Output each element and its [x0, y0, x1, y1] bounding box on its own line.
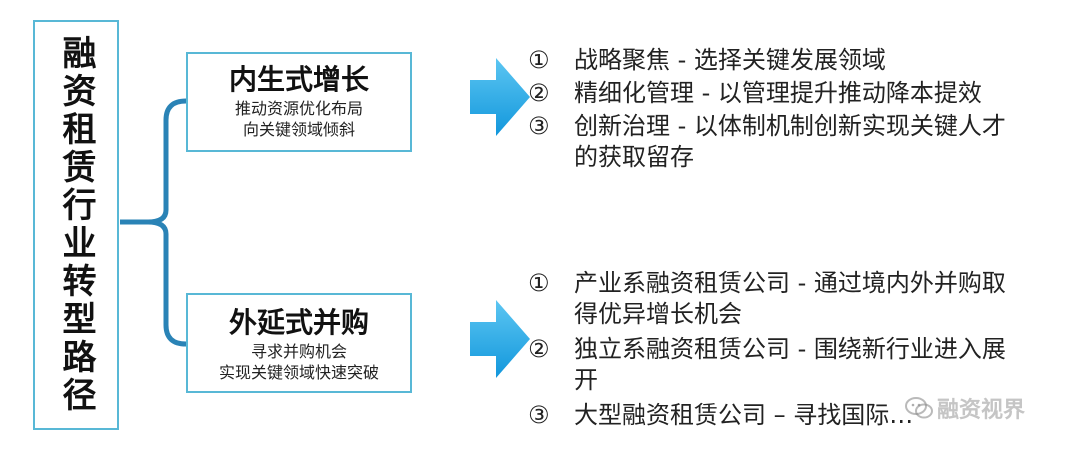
- strategy-subtitle-line: 实现关键领域快速突破: [218, 363, 379, 382]
- list-item: ① 产业系融资租赁公司 - 通过境内外并购取得优异增长机会: [528, 268, 1068, 330]
- strategy-title: 外延式并购: [228, 306, 369, 339]
- point-text: 独立系融资租赁公司 - 围绕新行业进入展开: [574, 335, 1006, 394]
- bracket-connector: [120, 98, 189, 347]
- list-item: ③ 创新治理 - 以体制机制创新实现关键人才的获取留存: [528, 111, 1068, 173]
- point-marker: ②: [528, 335, 550, 363]
- title-box: 融资租赁行业转型路径: [33, 20, 119, 430]
- arrow-right-icon: [470, 300, 530, 378]
- point-text: 创新治理 - 以体制机制创新实现关键人才的获取留存: [574, 112, 1006, 171]
- arrow-right-icon: [470, 58, 530, 136]
- strategy-subtitle-line: 寻求并购机会: [250, 342, 347, 361]
- watermark: 融资视界: [905, 392, 1025, 424]
- strategy-box-external-ma: 外延式并购 寻求并购机会 实现关键领域快速突破: [186, 293, 412, 393]
- wechat-icon: [905, 397, 933, 419]
- point-text: 战略聚焦 - 选择关键发展领域: [574, 46, 886, 74]
- strategy-subtitle-line: 推动资源优化布局: [234, 99, 363, 118]
- list-item: ① 战略聚焦 - 选择关键发展领域: [528, 45, 1068, 76]
- point-text: 大型融资租赁公司 – 寻找国际…: [574, 401, 914, 429]
- list-item: ③ 大型融资租赁公司 – 寻找国际…: [528, 400, 1068, 431]
- point-marker: ②: [528, 79, 550, 107]
- list-item: ② 精细化管理 - 以管理提升推动降本提效: [528, 78, 1068, 109]
- external-ma-points: ① 产业系融资租赁公司 - 通过境内外并购取得优异增长机会 ② 独立系融资租赁公…: [528, 268, 1068, 435]
- internal-growth-points: ① 战略聚焦 - 选择关键发展领域 ② 精细化管理 - 以管理提升推动降本提效 …: [528, 45, 1068, 175]
- point-marker: ③: [528, 401, 550, 429]
- point-marker: ①: [528, 46, 550, 74]
- point-text: 产业系融资租赁公司 - 通过境内外并购取得优异增长机会: [574, 269, 1006, 328]
- watermark-text: 融资视界: [937, 398, 1026, 423]
- main-title: 融资租赁行业转型路径: [56, 35, 96, 415]
- strategy-box-internal-growth: 内生式增长 推动资源优化布局 向关键领域倾斜: [186, 52, 412, 152]
- strategy-title: 内生式增长: [228, 63, 369, 96]
- list-item: ② 独立系融资租赁公司 - 围绕新行业进入展开: [528, 334, 1068, 396]
- bracket-path: [147, 98, 189, 347]
- point-marker: ③: [528, 112, 550, 140]
- point-text: 精细化管理 - 以管理提升推动降本提效: [574, 79, 982, 107]
- point-marker: ①: [528, 269, 550, 297]
- strategy-subtitle-line: 向关键领域倾斜: [242, 120, 355, 139]
